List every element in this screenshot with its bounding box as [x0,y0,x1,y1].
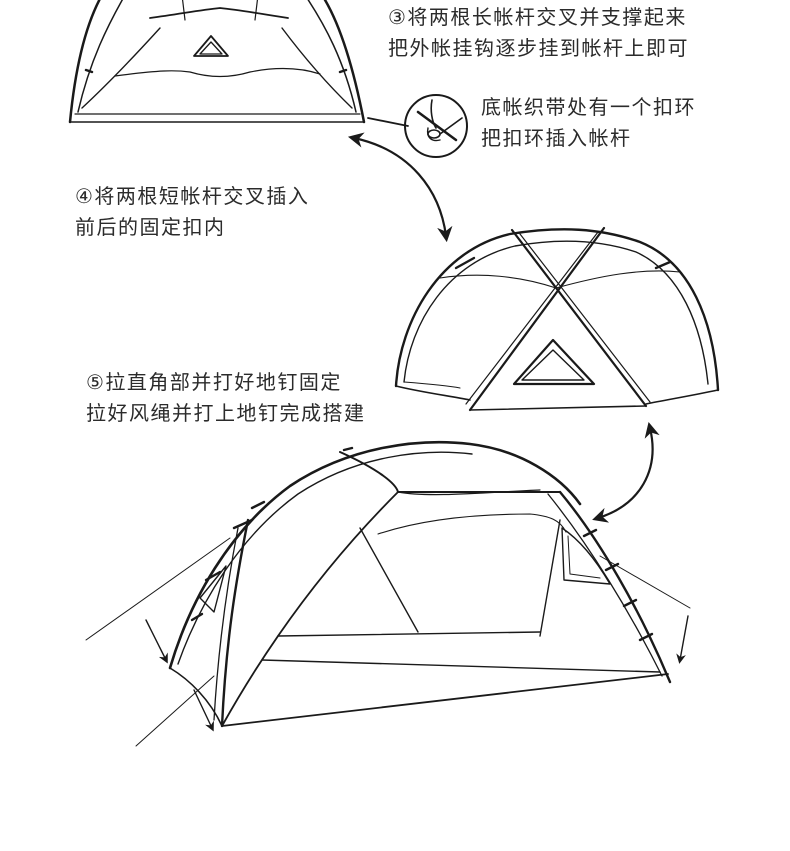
buckle-note-line-2: 把扣环插入帐杆 [481,126,632,150]
step-5-line-2: 拉好风绳并打上地钉完成搭建 [86,401,366,425]
tent-step-5-drawing [85,440,691,747]
buckle-note: 底帐织带处有一个扣环 把扣环插入帐杆 [481,92,696,154]
step-4-line-1: ④将两根短帐杆交叉插入 [75,184,310,208]
step-3-line-2: 把外帐挂钩逐步挂到帐杆上即可 [388,36,689,60]
step-5-instruction: ⑤拉直角部并打好地钉固定 拉好风绳并打上地钉完成搭建 [86,367,366,429]
buckle-note-line-1: 底帐织带处有一个扣环 [481,95,696,119]
step-3-line-1: ③将两根长帐杆交叉并支撑起来 [388,5,687,29]
tent-step-4-drawing [394,226,720,412]
arrow-to-step-5 [592,422,660,523]
arrow-to-step-4 [347,132,453,243]
tent-step-3-drawing [68,0,366,124]
step-4-line-2: 前后的固定扣内 [75,215,226,239]
buckle-detail-drawing [404,94,468,158]
step-3-instruction: ③将两根长帐杆交叉并支撑起来 把外帐挂钩逐步挂到帐杆上即可 [388,2,689,64]
step-4-instruction: ④将两根短帐杆交叉插入 前后的固定扣内 [75,181,309,243]
step-5-line-1: ⑤拉直角部并打好地钉固定 [86,370,342,394]
detail-pointer-line [367,117,409,127]
